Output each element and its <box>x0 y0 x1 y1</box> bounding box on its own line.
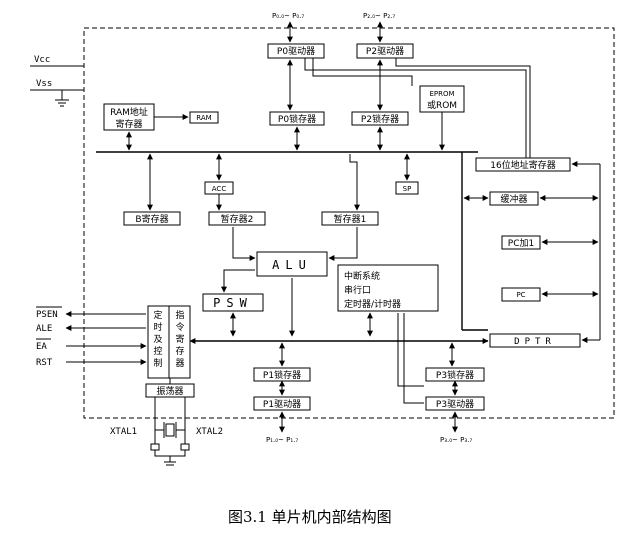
pc-label: PC <box>516 291 525 299</box>
addr16-block <box>475 157 571 172</box>
p2-driver-label: P2驱动器 <box>366 46 404 57</box>
chip-boundary <box>83 27 615 419</box>
eprom-block <box>419 85 465 113</box>
signal-rst: RST <box>36 358 53 368</box>
temp1-block <box>321 211 379 226</box>
acc-label: ACC <box>212 185 227 193</box>
psw-block <box>202 293 264 312</box>
ram-addr-label-1: RAM地址 <box>110 106 148 118</box>
signal-ea: EA <box>36 342 47 352</box>
xtal2-label: XTAL2 <box>196 427 223 437</box>
buffer-label: 缓冲器 <box>500 193 527 205</box>
instr-reg-text: 指 令 寄 存 器 <box>175 309 184 369</box>
signal-ale: ALE <box>36 324 52 334</box>
figure-caption: 图3.1 单片机内部结构图 <box>228 508 392 526</box>
b-reg-label: B寄存器 <box>135 213 168 225</box>
timing-ctrl-text: 定 时 及 控 制 <box>153 309 162 369</box>
p2-latch-label: P2锁存器 <box>361 113 399 125</box>
pc-inc-block <box>501 235 541 250</box>
rom-label: 或ROM <box>427 99 457 111</box>
tc-char-3: 控 <box>153 345 162 357</box>
oscillator-label: 振荡器 <box>156 385 183 397</box>
eprom-label: EPROM <box>429 90 454 98</box>
p3-driver-label: P3驱动器 <box>436 399 474 410</box>
ram-block <box>189 111 219 124</box>
ram-addr-label-2: 寄存器 <box>115 118 142 130</box>
sp-label: SP <box>403 185 412 193</box>
p0-pins-label: P₀.₀~ P₀.₇ <box>272 12 304 20</box>
ir-char-2: 寄 <box>175 333 184 345</box>
ram-label: RAM <box>196 114 211 122</box>
intr-label-1: 中断系统 <box>344 270 380 282</box>
xtal1-label: XTAL1 <box>110 427 137 437</box>
vss-label: Vss <box>36 79 52 89</box>
crystal-icon <box>165 423 175 437</box>
interrupt-serial-timer-block <box>337 264 439 312</box>
p3-pins-label: P₃.₀~ P₃.₇ <box>440 436 472 444</box>
p1-driver-label: P1驱动器 <box>263 399 301 410</box>
vcc-label: Vcc <box>34 55 50 65</box>
ir-char-4: 器 <box>175 358 184 369</box>
temp1-label: 暂存器1 <box>334 213 367 225</box>
p0-latch-block <box>269 111 325 126</box>
p0-driver-block <box>267 43 325 59</box>
tc-char-4: 制 <box>153 357 162 369</box>
temp2-block <box>208 211 266 226</box>
ir-char-3: 存 <box>175 345 184 357</box>
pc-inc-label: PC加1 <box>508 238 534 249</box>
p0-driver-label: P0驱动器 <box>277 46 315 57</box>
tc-char-1: 时 <box>153 321 162 333</box>
intr-label-2: 串行口 <box>344 284 371 296</box>
p2-driver-block <box>356 43 414 59</box>
p2-pins-label: P₂.₀~ P₂.₇ <box>363 12 395 20</box>
alu-block <box>256 251 328 277</box>
p1-pins-label: P₁.₀~ P₁.₇ <box>266 436 298 444</box>
buffer-block <box>489 191 539 206</box>
b-reg-block <box>123 211 181 226</box>
ir-char-1: 令 <box>175 321 184 333</box>
psw-label: PSW <box>213 296 253 310</box>
pc-block <box>501 287 541 302</box>
p1-driver-block <box>253 396 311 411</box>
p3-latch-label: P3锁存器 <box>436 369 474 381</box>
p1-latch-label: P1锁存器 <box>263 369 301 381</box>
p2-latch-block <box>351 111 409 126</box>
tc-char-2: 及 <box>153 334 162 345</box>
ir-char-0: 指 <box>175 309 184 321</box>
dptr-label: DPTR <box>514 337 556 347</box>
sp-block <box>395 181 419 195</box>
dptr-block <box>489 333 581 348</box>
tc-char-0: 定 <box>153 309 162 321</box>
p3-driver-block <box>425 396 485 411</box>
signal-psen: PSEN <box>36 310 58 320</box>
addr16-label: 16位地址寄存器 <box>490 159 555 171</box>
alu-label: ALU <box>272 258 312 272</box>
temp2-label: 暂存器2 <box>221 213 254 225</box>
intr-label-3: 定时器/计时器 <box>344 298 401 310</box>
p0-latch-label: P0锁存器 <box>278 113 316 125</box>
